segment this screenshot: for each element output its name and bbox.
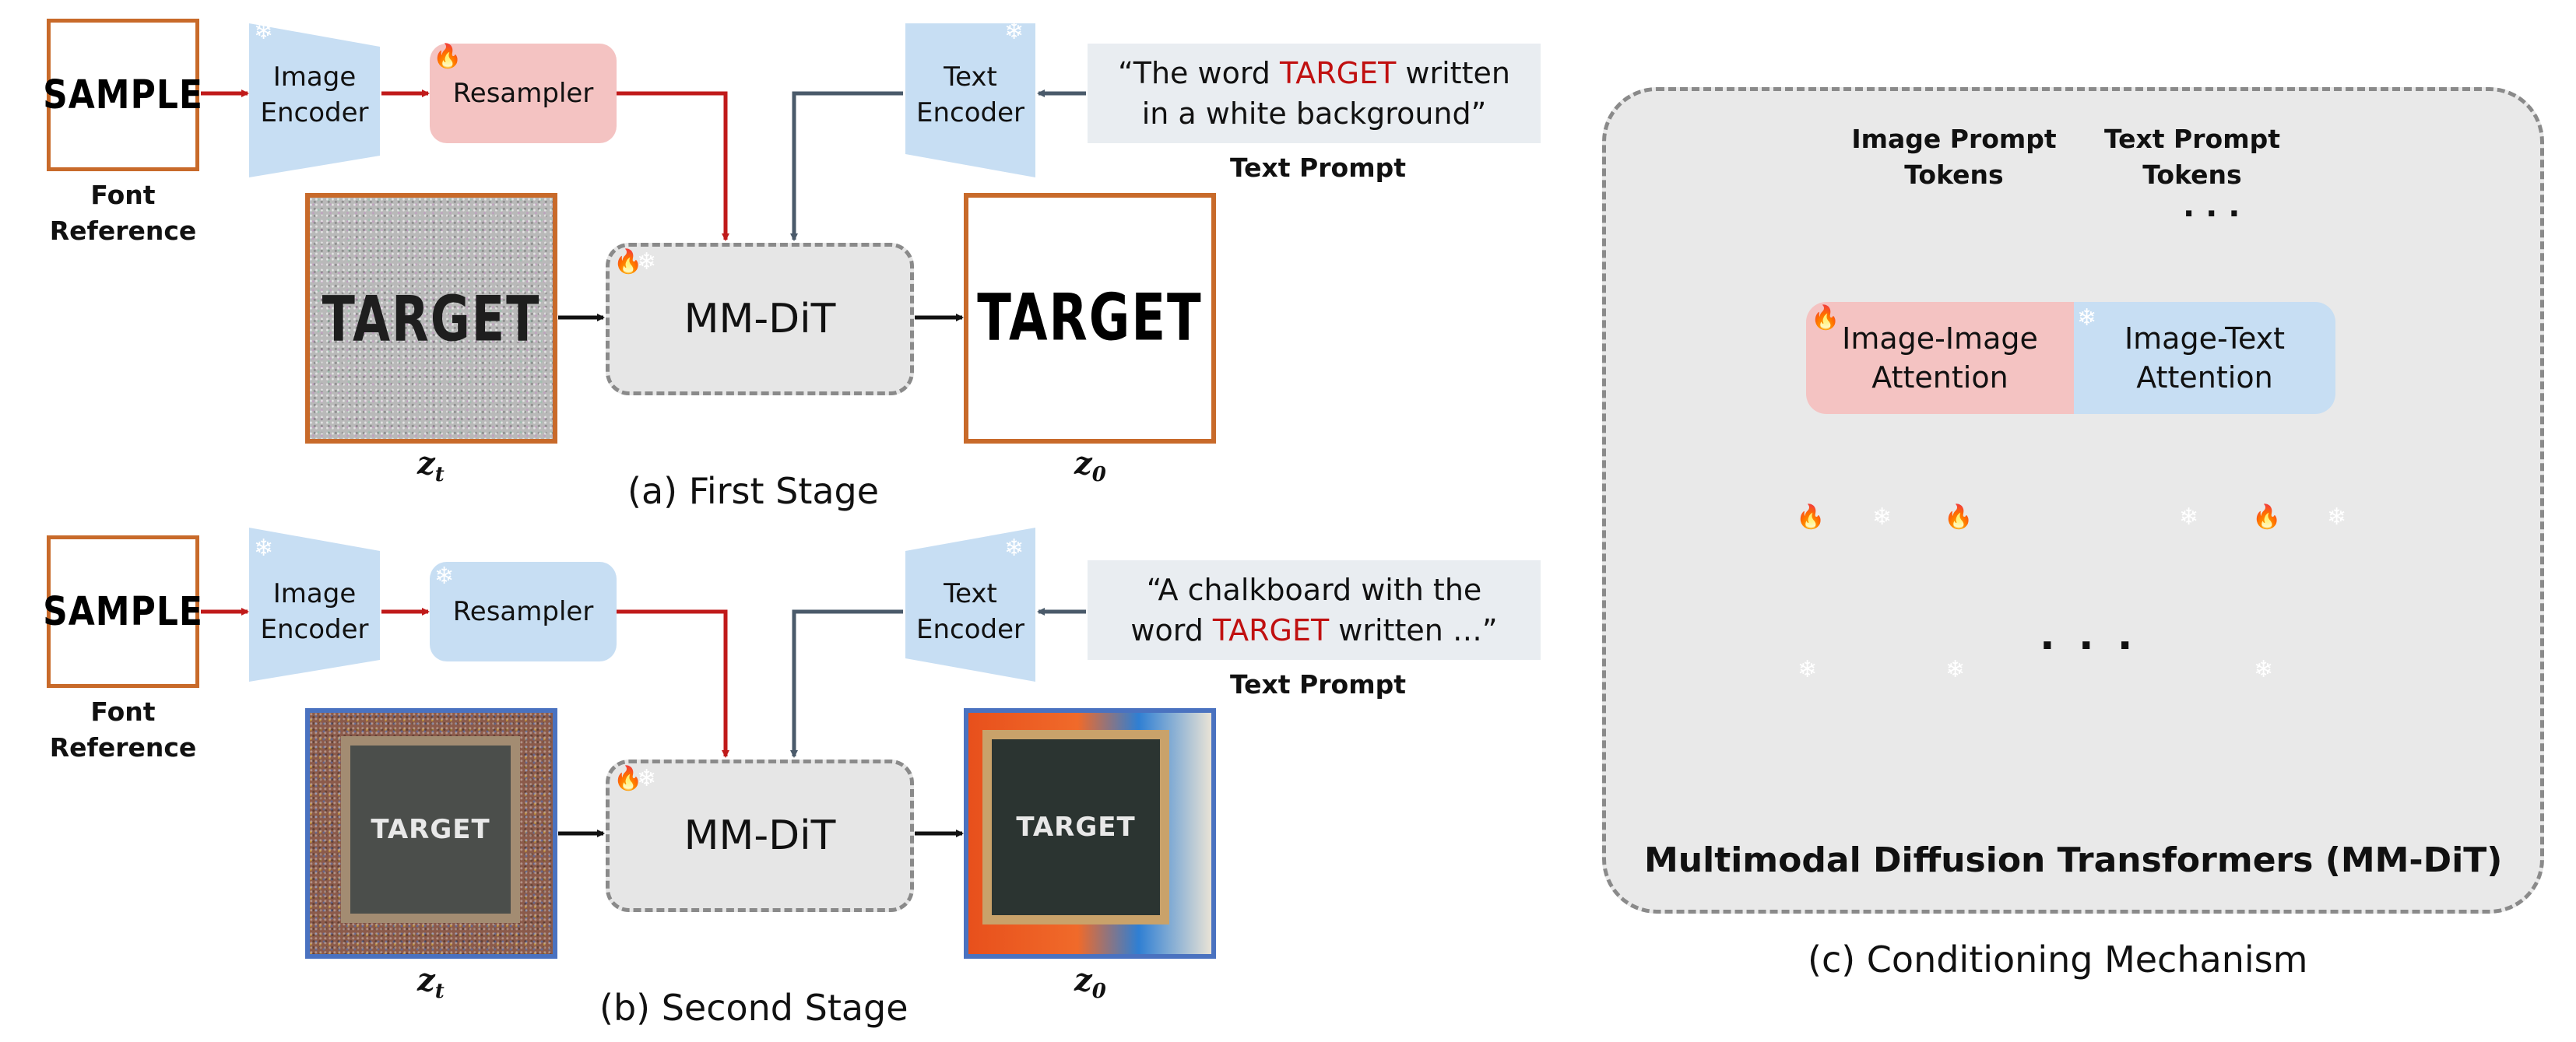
- font-reference-image-a: SAMPLE: [43, 19, 202, 171]
- font-reference-image-b: SAMPLE: [43, 535, 202, 688]
- fire-icon: 🔥: [1811, 304, 1840, 332]
- snowflake-icon: ❄: [1004, 535, 1024, 562]
- text-prompt-box-a: “The word TARGET written in a white back…: [1088, 44, 1541, 143]
- noisy-latent-image-b: TARGET: [305, 708, 557, 959]
- mmdit-module-a: MM-DiT: [606, 243, 914, 395]
- fire-icon: 🔥: [1944, 503, 1973, 531]
- snowflake-icon: ❄: [2327, 503, 2347, 531]
- fire-icon: 🔥: [1796, 503, 1826, 531]
- fire-icon: 🔥: [613, 248, 643, 275]
- resampler-module-b: Resampler: [430, 562, 617, 661]
- noisy-chalkboard: TARGET: [341, 736, 520, 923]
- z0-label-b: z0: [1074, 962, 1106, 1003]
- text-encoder-shape-a: [905, 23, 1035, 177]
- text-encoder-shape-b: [905, 528, 1035, 682]
- image-encoder-label-b: Image Encoder: [260, 578, 369, 645]
- text-prompt-label-a: Text Prompt: [1230, 153, 1406, 183]
- text-token-ellipsis: · · ·: [2183, 196, 2240, 232]
- snowflake-icon: ❄: [2077, 304, 2097, 332]
- snowflake-icon: ❄: [637, 248, 657, 275]
- image-encoder-shape-a: [249, 23, 380, 177]
- snowflake-icon: ❄: [1004, 18, 1024, 45]
- fire-icon: 🔥: [433, 43, 462, 70]
- clean-output-image-b: TARGET: [964, 708, 1216, 959]
- text-prompt-box-b: “A chalkboard with the word TARGET writt…: [1088, 560, 1541, 660]
- snowflake-icon: ❄: [254, 535, 274, 562]
- snowflake-icon: ❄: [637, 765, 657, 792]
- image-encoder-shape-b: [249, 528, 380, 682]
- fire-icon: 🔥: [2252, 503, 2282, 531]
- zt-label-a: zt: [417, 445, 445, 486]
- arrow-resampler-to-mmdit-b: [617, 609, 729, 758]
- snowflake-icon: ❄: [2254, 656, 2274, 683]
- image-encoder-label-a: Image Encoder: [260, 61, 369, 128]
- clean-chalkboard: TARGET: [982, 730, 1169, 924]
- text-prompt-tokens-label: Text Prompt Tokens: [2104, 124, 2280, 190]
- z0-label-a: z0: [1074, 445, 1106, 486]
- font-reference-label-b: Font Reference: [49, 696, 197, 763]
- image-text-attention: Image-Text Attention: [2074, 302, 2335, 414]
- sample-glyphs-a: SAMPLE: [43, 72, 203, 118]
- blocks-ellipsis: · · ·: [2040, 623, 2138, 669]
- zt-label-b: zt: [417, 962, 445, 1003]
- sample-glyphs-b: SAMPLE: [43, 588, 203, 635]
- image-prompt-tokens-label: Image Prompt Tokens: [1851, 124, 2057, 190]
- clean-output-image-a: TARGET: [964, 193, 1216, 444]
- mmdit-panel: [1602, 87, 2544, 914]
- snowflake-icon: ❄: [434, 563, 455, 590]
- caption-conditioning-mechanism: (c) Conditioning Mechanism: [1808, 939, 2308, 981]
- text-encoder-label-b: Text Encoder: [915, 578, 1024, 645]
- snowflake-icon: ❄: [1945, 656, 1966, 683]
- image-image-attention: Image-Image Attention: [1806, 302, 2074, 414]
- snowflake-icon: ❄: [1872, 503, 1892, 531]
- resampler-module-a: Resampler: [430, 44, 617, 143]
- mmdit-panel-title: Multimodal Diffusion Transformers (MM-Di…: [1644, 840, 2503, 880]
- noisy-latent-image-a: TARGET: [305, 193, 557, 444]
- caption-second-stage: (b) Second Stage: [599, 987, 908, 1029]
- snowflake-icon: ❄: [254, 18, 274, 45]
- arrow-resampler-to-mmdit-a: [617, 91, 729, 241]
- snowflake-icon: ❄: [1798, 656, 1818, 683]
- fire-icon: 🔥: [613, 765, 643, 792]
- arrow-textenc-to-mmdit-b: [790, 609, 903, 758]
- text-prompt-label-b: Text Prompt: [1230, 669, 1406, 700]
- text-encoder-label-a: Text Encoder: [915, 61, 1024, 128]
- caption-first-stage: (a) First Stage: [627, 470, 880, 512]
- arrow-textenc-to-mmdit-a: [790, 91, 903, 241]
- font-reference-label-a: Font Reference: [49, 180, 197, 246]
- snowflake-icon: ❄: [2179, 503, 2199, 531]
- mmdit-module-b: MM-DiT: [606, 760, 914, 912]
